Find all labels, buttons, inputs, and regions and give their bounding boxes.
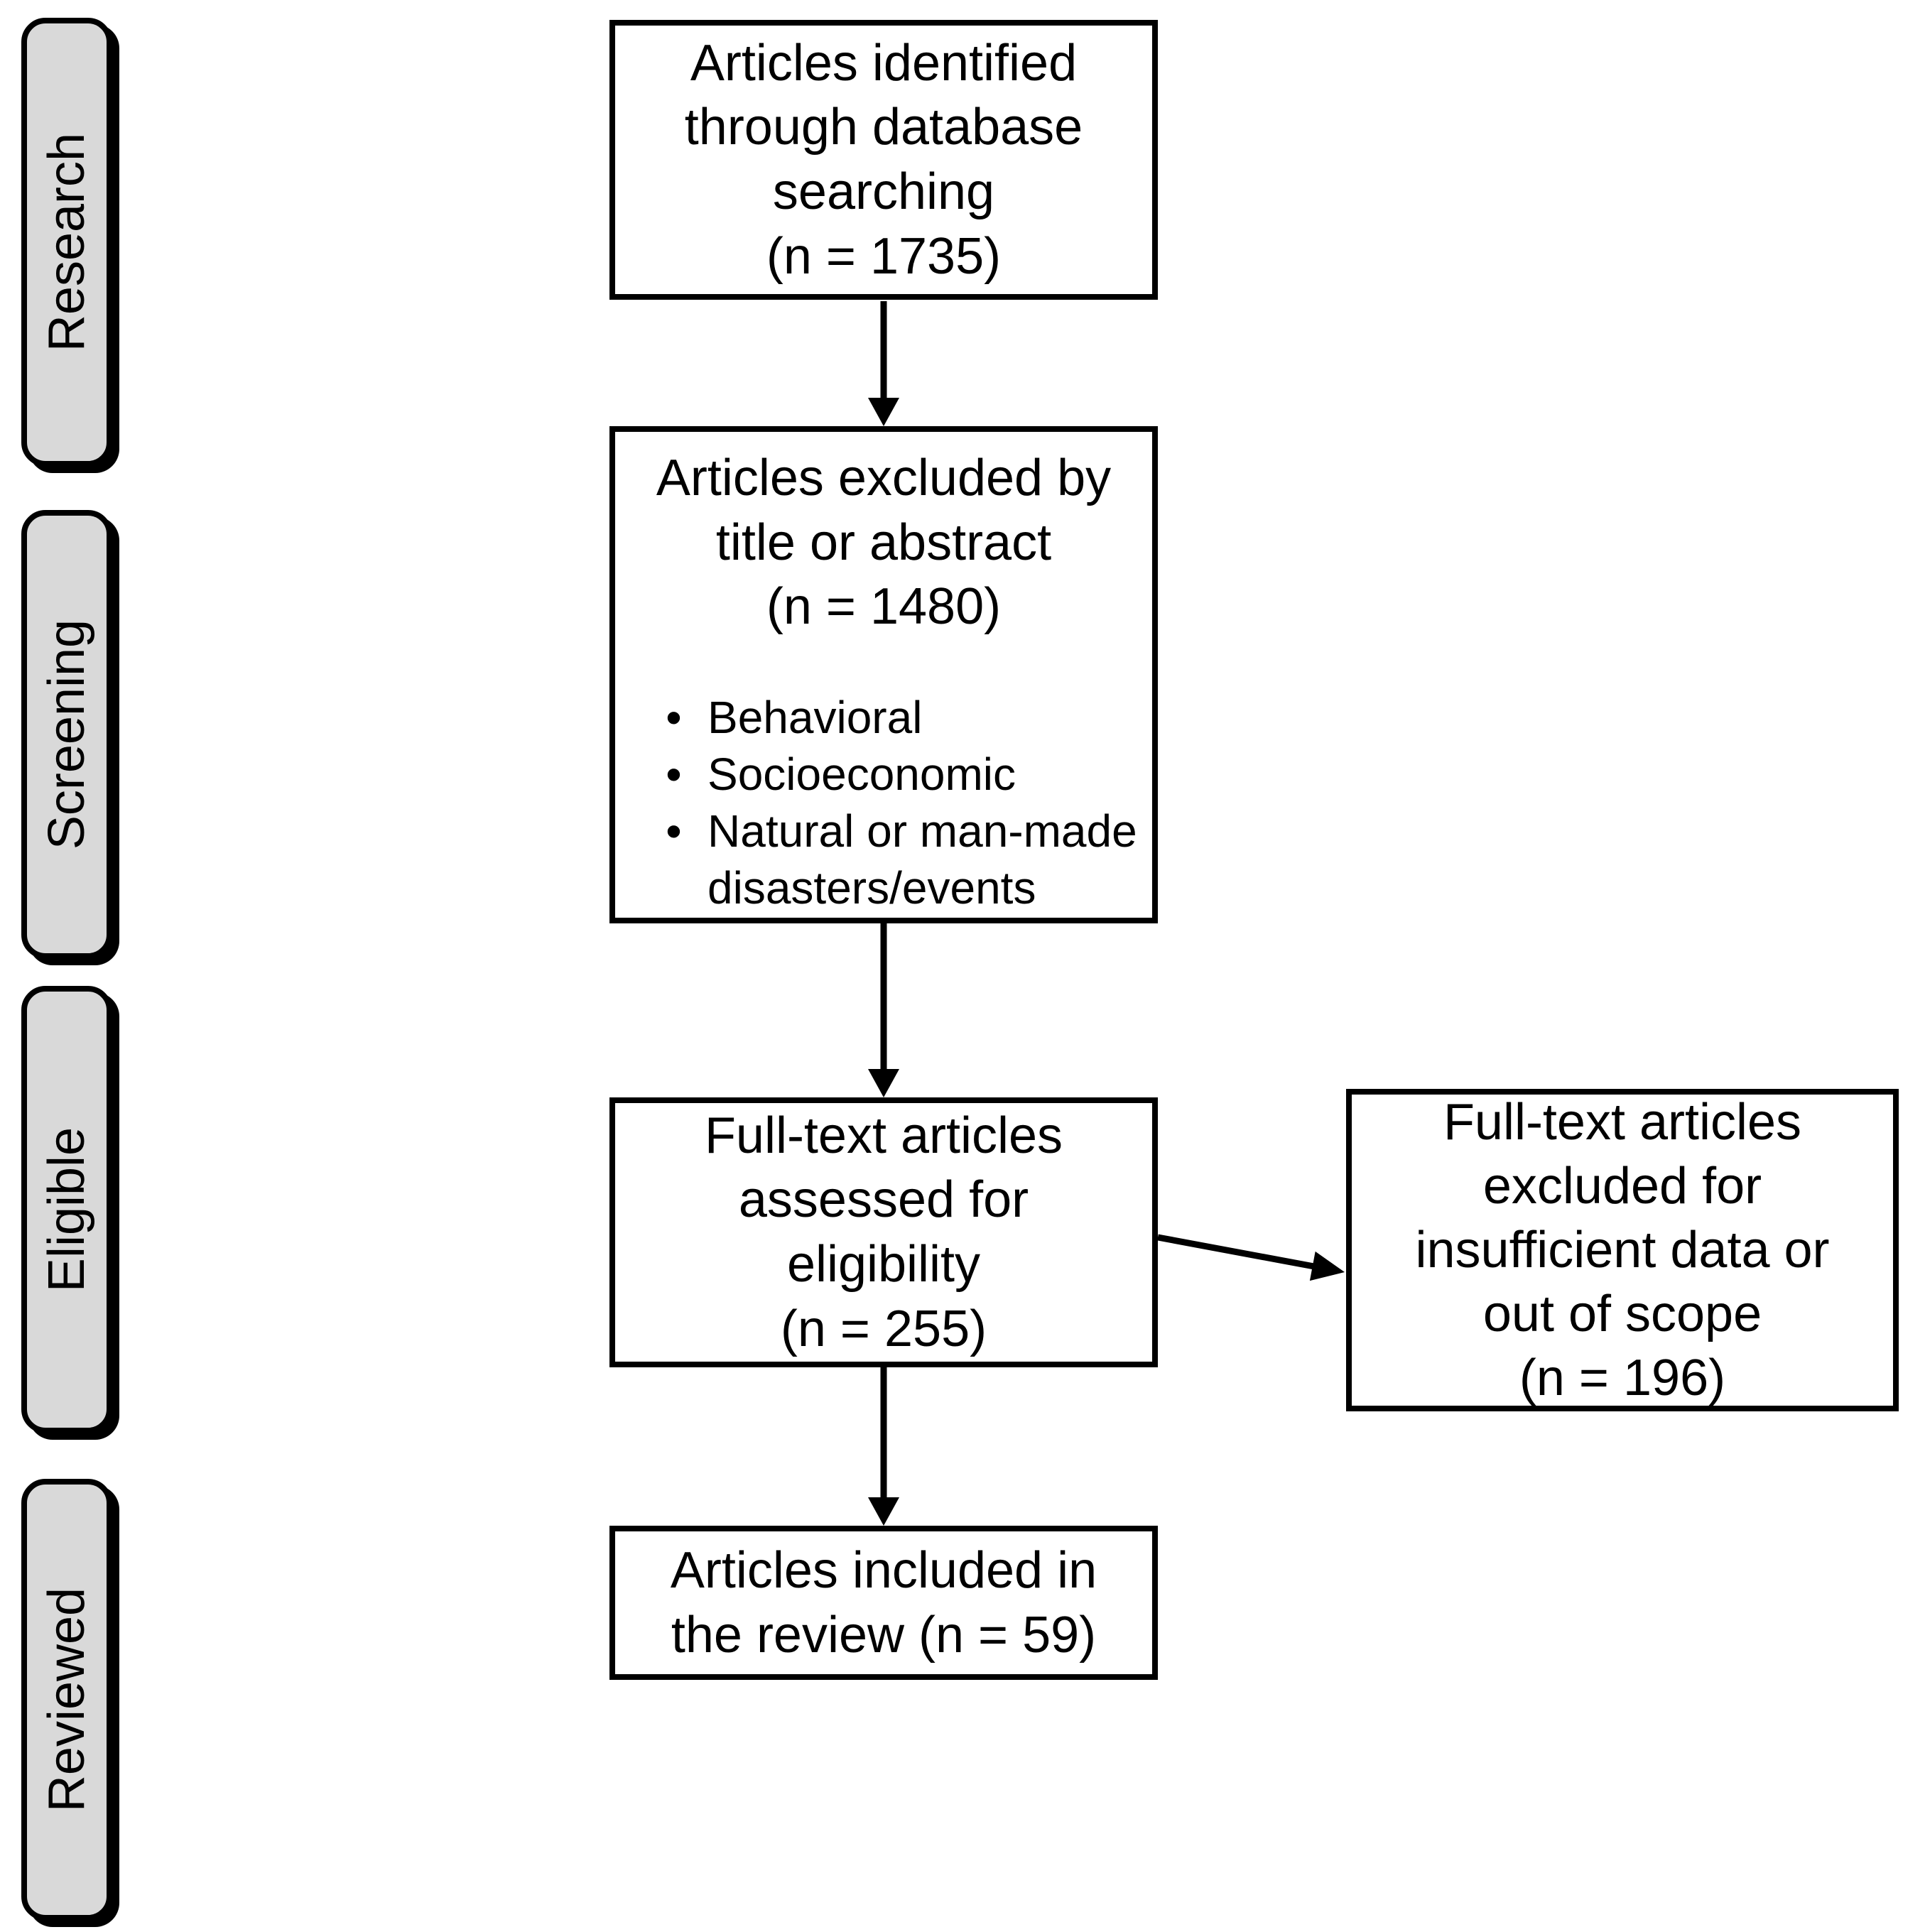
flow-box-included: Articles included in the review (n = 59) <box>609 1526 1158 1680</box>
flow-box-assessed-line: assessed for <box>738 1171 1029 1229</box>
flow-box-excluded-title-abstract: Articles excluded by title or abstract (… <box>609 426 1158 923</box>
bullet-icon: • <box>666 692 682 744</box>
flow-box-identified: Articles identified through database sea… <box>609 20 1158 300</box>
flow-box-identified-line: searching <box>772 163 995 220</box>
arrow-excluded-to-assessed <box>868 922 899 1097</box>
flow-box-fulltext-excluded-line: out of scope <box>1482 1286 1762 1342</box>
flow-box-fulltext-assessed: Full-text articles assessed for eligibil… <box>609 1097 1158 1367</box>
bullet-icon: • <box>666 749 682 801</box>
flow-box-fulltext-excluded-line: (n = 196) <box>1519 1350 1726 1406</box>
list-item-label: Socioeconomic <box>707 749 1016 801</box>
stage-label-screening: Screening <box>21 510 112 959</box>
flow-box-identified-line: through database <box>684 99 1083 156</box>
stage-label-reviewed: Reviewed <box>21 1479 112 1921</box>
stage-label-research: Research <box>21 18 112 467</box>
flow-box-assessed-line: Full-text articles <box>704 1107 1063 1164</box>
flow-box-fulltext-excluded-line: insufficient data or <box>1415 1222 1830 1279</box>
arrow-identified-to-excluded <box>868 301 899 426</box>
flow-box-fulltext-excluded-line: excluded for <box>1482 1158 1762 1215</box>
arrow-head-icon <box>1309 1251 1345 1281</box>
arrow-line <box>1157 1234 1315 1270</box>
flow-box-assessed-line: (n = 255) <box>780 1300 987 1357</box>
stage-label-eligible: Eligible <box>21 986 112 1433</box>
list-item: • Natural or man-made disasters/events <box>640 803 1145 916</box>
flow-box-fulltext-excluded: Full-text articles excluded for insuffic… <box>1346 1089 1899 1411</box>
stage-label-eligible-text: Eligible <box>38 1127 96 1293</box>
flow-box-assessed-line: eligibility <box>786 1236 981 1293</box>
flow-box-excluded-line: (n = 1480) <box>766 578 1002 636</box>
stage-label-reviewed-text: Reviewed <box>38 1587 96 1813</box>
arrow-head-icon <box>868 1497 899 1526</box>
list-item-label: Behavioral <box>707 692 923 744</box>
bullet-icon: • <box>666 805 682 857</box>
flow-box-excluded-line: title or abstract <box>715 514 1052 571</box>
arrow-assessed-to-included <box>868 1366 899 1526</box>
flow-box-included-line: Articles included in <box>670 1541 1097 1599</box>
flow-box-fulltext-excluded-line: Full-text articles <box>1443 1094 1802 1151</box>
exclusion-reason-list: • Behavioral • Socioeconomic • Natural o… <box>615 689 1152 916</box>
flow-box-included-line: the review (n = 59) <box>671 1606 1097 1664</box>
flow-box-identified-line: Articles identified <box>690 34 1078 92</box>
flow-box-excluded-line: Articles excluded by <box>656 450 1112 506</box>
list-item: • Socioeconomic <box>640 746 1145 803</box>
list-item-label: Natural or man-made disasters/events <box>707 805 1137 914</box>
stage-label-research-text: Research <box>38 132 95 352</box>
arrow-head-icon <box>868 1069 899 1097</box>
flow-box-identified-line: (n = 1735) <box>766 227 1002 285</box>
arrow-head-icon <box>868 398 899 426</box>
arrow-assessed-to-fulltext-excluded <box>1157 1234 1345 1281</box>
list-item: • Behavioral <box>640 689 1145 746</box>
stage-label-screening-text: Screening <box>38 619 95 850</box>
